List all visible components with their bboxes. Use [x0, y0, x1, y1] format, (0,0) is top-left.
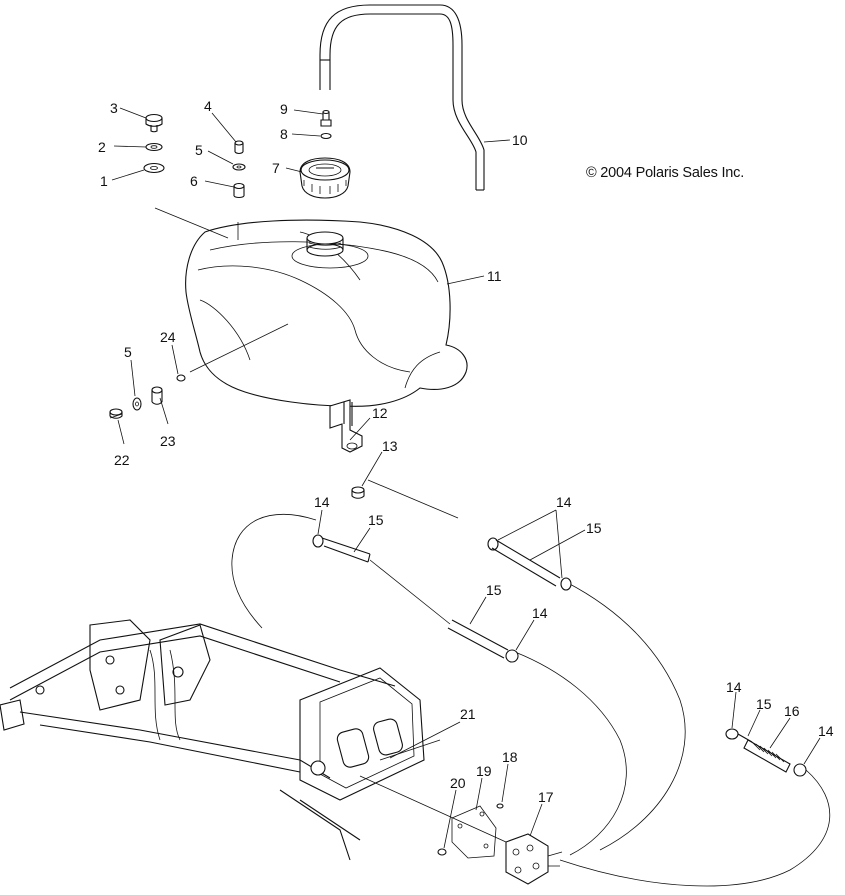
washer-large: [143, 162, 165, 174]
callout-14-c: 14: [532, 605, 548, 621]
callout-2: 2: [98, 139, 106, 155]
callout-19: 19: [476, 763, 492, 779]
fuel-line-loop: [514, 581, 686, 856]
callout-11: 11: [487, 268, 502, 284]
callout-17: 17: [538, 789, 554, 805]
washer-5-left: [132, 397, 142, 411]
callout-14-b: 14: [556, 494, 572, 510]
bolt-4: [234, 140, 244, 155]
callout-21: 21: [460, 706, 476, 722]
callout-9: 9: [280, 101, 288, 117]
callout-12: 12: [372, 405, 388, 421]
bolt-13: [351, 486, 365, 499]
bolt-22: [109, 408, 123, 419]
callout-15-c: 15: [486, 582, 502, 598]
callout-6: 6: [190, 173, 198, 189]
hose-15-middle: [447, 619, 519, 663]
screw-18: [496, 803, 504, 809]
hose-15-upper-right: [487, 537, 572, 591]
fitting-9: [320, 109, 332, 127]
callout-1: 1: [100, 173, 108, 189]
nut-24: [176, 374, 186, 382]
callout-22: 22: [114, 452, 130, 468]
bolt-3: [145, 113, 163, 133]
callout-4: 4: [204, 98, 212, 114]
copyright-notice: © 2004 Polaris Sales Inc.: [586, 165, 745, 181]
callout-15-d: 15: [756, 696, 772, 712]
callout-13: 13: [382, 438, 398, 454]
bracket-12: [329, 399, 363, 453]
vent-hose: [319, 4, 485, 191]
fuel-line-upper-left: [231, 513, 317, 629]
callout-3: 3: [110, 100, 118, 116]
callout-14-a: 14: [314, 494, 330, 510]
clamp-8: [320, 132, 332, 140]
callout-20: 20: [450, 775, 466, 791]
grommet-6: [233, 182, 245, 199]
callout-5: 5: [195, 142, 203, 158]
fuel-filter-16: [725, 728, 807, 777]
fuel-cap: [299, 157, 351, 199]
callout-23: 23: [160, 433, 176, 449]
fuel-tank: [185, 219, 468, 407]
callout-10: 10: [512, 132, 528, 148]
callout-24: 24: [160, 329, 176, 345]
callout-8: 8: [280, 126, 288, 142]
fuel-pump-17: [505, 833, 563, 885]
callout-14-d: 14: [726, 679, 742, 695]
callout-16: 16: [784, 703, 800, 719]
callout-18: 18: [502, 749, 518, 765]
gasket-19: [451, 805, 497, 859]
hose-15-upper-left: [312, 534, 371, 563]
callout-14-e: 14: [818, 723, 834, 739]
chassis-frame: [0, 619, 441, 861]
callout-15-b: 15: [586, 520, 602, 536]
callout-15-a: 15: [368, 512, 384, 528]
washer-5-top: [232, 163, 246, 171]
callout-5-left: 5: [124, 344, 132, 360]
washer-small: [145, 142, 163, 152]
spacer-23: [151, 386, 163, 405]
callout-7: 7: [272, 160, 280, 176]
nut-20: [437, 848, 447, 856]
